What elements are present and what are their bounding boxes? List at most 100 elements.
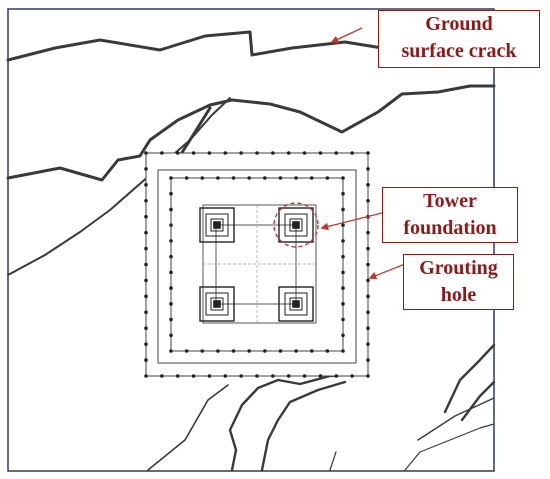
grouting-hole-outer bbox=[366, 358, 370, 362]
grouting-hole-outer bbox=[366, 326, 370, 331]
grouting-hole-outer bbox=[366, 246, 370, 251]
grouting-hole-inner bbox=[278, 349, 283, 353]
grouting-hole-outer bbox=[144, 183, 148, 187]
grouting-hole-inner bbox=[200, 176, 205, 180]
grouting-hole-outer bbox=[334, 151, 339, 155]
tower-leg-square bbox=[199, 207, 235, 243]
crack-bottom-center-2 bbox=[260, 380, 347, 472]
grouting-hole-outer bbox=[318, 374, 323, 378]
grouting-hole-outer bbox=[366, 374, 370, 378]
grouting-hole-outer bbox=[366, 167, 370, 171]
tower-leg-square bbox=[278, 207, 314, 243]
grouting-hole-outer bbox=[144, 167, 148, 171]
grouting-hole-outer bbox=[239, 374, 243, 378]
grouting-hole-outer bbox=[366, 230, 370, 235]
tower-legs bbox=[199, 207, 314, 322]
grouting-hole-outer bbox=[286, 151, 291, 155]
tower-leg bbox=[199, 286, 235, 322]
foundation-plan bbox=[144, 151, 370, 378]
grouting-hole-outer bbox=[239, 151, 243, 155]
grouting-hole-outer bbox=[144, 262, 148, 267]
grouting-hole-outer bbox=[302, 151, 307, 155]
grouting-hole-outer bbox=[271, 374, 275, 378]
grouting-hole-outer bbox=[160, 374, 164, 378]
tower-leg bbox=[278, 286, 314, 322]
grouting-hole-outer bbox=[144, 214, 148, 219]
grouting-hole-outer bbox=[207, 374, 212, 378]
tower-foundation-highlight bbox=[273, 202, 319, 248]
grouting-holes bbox=[144, 151, 370, 378]
grouting-hole-inner bbox=[200, 349, 205, 353]
grouting-hole-inner bbox=[169, 176, 173, 180]
grouting-hole-inner bbox=[169, 270, 173, 275]
tower-leg-square bbox=[289, 297, 303, 311]
tower-leg-square bbox=[289, 218, 303, 232]
grouting-hole-inner bbox=[169, 286, 173, 290]
grouting-hole-outer bbox=[223, 151, 228, 155]
grouting-hole-outer bbox=[271, 151, 275, 155]
grouting-hole-outer bbox=[366, 151, 370, 155]
grouting-hole-outer bbox=[223, 374, 228, 378]
grouting-hole-outer bbox=[160, 151, 164, 155]
tower-leg-square bbox=[210, 218, 224, 232]
grouting-hole-outer bbox=[366, 294, 370, 299]
crack-bottom-right-4 bbox=[329, 451, 337, 471]
tower-leg-square bbox=[213, 300, 221, 308]
tower-leg-square bbox=[284, 292, 308, 316]
grouting-hole-inner bbox=[341, 207, 345, 212]
crack-left-branch bbox=[7, 97, 231, 276]
grouting-hole-outer bbox=[144, 310, 148, 315]
grouting-hole-outer bbox=[191, 374, 196, 378]
grouting-hole-outer bbox=[144, 278, 148, 283]
grouting-hole-inner bbox=[341, 239, 345, 243]
grouting-hole-inner bbox=[184, 176, 189, 180]
tower-leg-square bbox=[205, 213, 229, 237]
tower-base-square bbox=[215, 224, 297, 305]
grouting-hole-inner bbox=[325, 176, 330, 180]
grouting-hole-inner bbox=[169, 223, 173, 227]
tower-leg-square bbox=[205, 292, 229, 316]
grouting-hole-outer bbox=[144, 230, 148, 235]
grouting-hole-outer bbox=[144, 198, 148, 203]
grouting-hole-inner bbox=[184, 349, 189, 353]
grouting-hole-inner bbox=[278, 176, 283, 180]
grouting-hole-outer bbox=[144, 294, 148, 299]
grouting-hole-inner bbox=[294, 176, 298, 180]
grouting-hole-outer bbox=[366, 310, 370, 315]
arrow-tower-foundation bbox=[320, 212, 383, 231]
grouting-hole-inner bbox=[216, 176, 220, 180]
grouting-hole-inner bbox=[325, 349, 330, 353]
grouting-hole-inner bbox=[169, 239, 173, 243]
grouting-hole-inner bbox=[341, 302, 345, 306]
callout-tower-foundation: Tower foundation bbox=[382, 187, 518, 243]
grouting-hole-outer bbox=[144, 326, 148, 331]
grouting-hole-inner bbox=[309, 349, 314, 353]
grouting-hole-outer bbox=[175, 374, 180, 378]
grouting-hole-outer bbox=[366, 342, 370, 346]
callout-ground-line1: Ground bbox=[425, 13, 493, 35]
arrow-grouting-hole bbox=[368, 263, 406, 280]
grouting-hole-inner bbox=[216, 349, 220, 353]
grouting-hole-outer bbox=[366, 198, 370, 203]
grouting-hole-inner bbox=[169, 191, 173, 196]
callout-grouting-hole: Grouting hole bbox=[403, 254, 514, 310]
tower-leg-square bbox=[292, 300, 300, 308]
grouting-hole-inner bbox=[247, 349, 251, 353]
inner-hole-ring bbox=[170, 177, 344, 352]
grouting-hole-inner bbox=[247, 176, 251, 180]
crack-middle-long bbox=[6, 84, 496, 182]
grouting-hole-outer bbox=[350, 151, 354, 155]
grouting-hole-inner bbox=[341, 317, 345, 322]
grouting-hole-inner bbox=[341, 254, 345, 259]
grouting-hole-inner bbox=[263, 349, 267, 353]
grouting-hole-inner bbox=[341, 349, 345, 353]
grouting-hole-inner bbox=[169, 317, 173, 322]
callout-tower-line1: Tower bbox=[423, 190, 477, 212]
grouting-hole-outer bbox=[366, 278, 370, 283]
grouting-hole-inner bbox=[309, 176, 314, 180]
crack-bottom-right-1 bbox=[443, 343, 496, 414]
grouting-hole-outer bbox=[366, 183, 370, 187]
crack-bottom-right-3 bbox=[417, 397, 495, 441]
grouting-hole-outer bbox=[286, 374, 291, 378]
grouting-hole-outer bbox=[144, 374, 148, 378]
